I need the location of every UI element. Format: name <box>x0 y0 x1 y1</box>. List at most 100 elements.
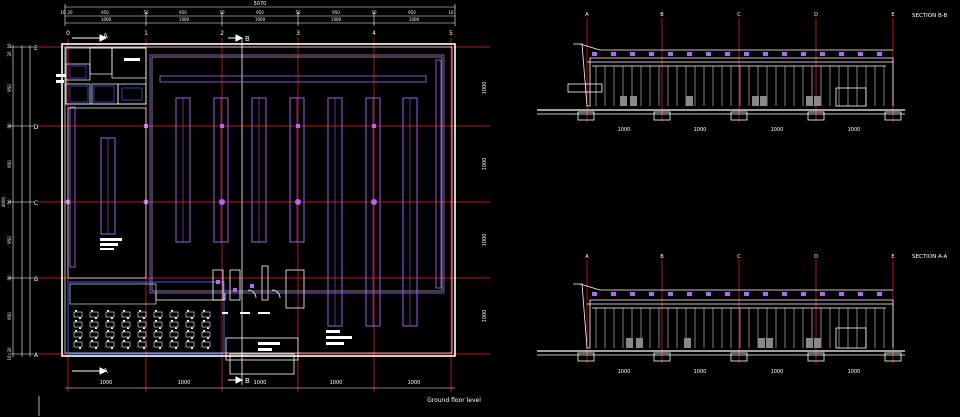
left-dim-label: 20 <box>7 51 12 57</box>
top-dim-label: 50 <box>371 10 377 15</box>
bottom-dim-label: 1000 <box>100 380 113 386</box>
chair <box>155 340 157 342</box>
top-dim-label: 10 <box>448 10 454 15</box>
section-bb-axis-labels: A B C D E <box>585 12 894 18</box>
chair <box>91 320 93 322</box>
axis-label: C <box>737 12 741 18</box>
chair <box>143 327 145 329</box>
chair <box>203 310 205 312</box>
chair <box>75 310 77 312</box>
entrance-vestibule <box>225 337 299 375</box>
row-labels: E D C B A <box>34 45 39 359</box>
section-bb-foundations <box>577 111 902 121</box>
table <box>105 311 115 318</box>
top-dim-label: 50 <box>295 10 301 15</box>
dim-label: 1000 <box>848 127 861 133</box>
row-label: C <box>34 200 38 207</box>
chair <box>159 317 161 319</box>
plan-title: Ground floor level <box>427 397 481 404</box>
service-labels <box>56 58 140 250</box>
section-cut-label: B <box>245 377 250 385</box>
column-label: 2 <box>220 30 224 37</box>
left-dim-label: 10 <box>7 43 12 49</box>
roof-light <box>877 52 882 56</box>
axis-label: A <box>585 12 589 18</box>
row-label: B <box>34 276 38 283</box>
table <box>137 321 147 328</box>
table <box>185 321 195 328</box>
table <box>137 341 147 348</box>
table <box>105 321 115 328</box>
roof-light <box>782 52 787 56</box>
left-dim-labels: 10 20 950 50 950 50 950 50 950 20 10 400… <box>1 43 12 361</box>
chair <box>207 317 209 319</box>
roof-light <box>744 292 749 296</box>
roof-light <box>782 292 787 296</box>
left-dim-label: 950 <box>7 236 12 244</box>
roof-light <box>877 292 882 296</box>
section-bb: A B C D E SECTION B-B <box>537 12 948 133</box>
checkout-zone <box>155 265 305 309</box>
checkout-labels <box>222 312 352 351</box>
chair <box>187 330 189 332</box>
chair <box>171 330 173 332</box>
roof-light <box>649 52 654 56</box>
row-label: D <box>34 124 39 131</box>
section-aa-axis-labels: A B C D E <box>585 254 894 260</box>
chair <box>139 320 141 322</box>
chair <box>143 337 145 339</box>
checkout-counters <box>216 280 254 292</box>
chair <box>107 340 109 342</box>
axis-label: B <box>660 12 664 18</box>
roof-light <box>839 292 844 296</box>
chair <box>175 347 177 349</box>
row-label: E <box>34 45 38 52</box>
axis-label: C <box>737 254 741 260</box>
chair <box>143 317 145 319</box>
chair <box>175 317 177 319</box>
roof-light <box>763 52 768 56</box>
section-aa: A B C D E SECTION A-A <box>537 254 947 375</box>
chair <box>155 310 157 312</box>
bottom-dim-label: 1000 <box>408 380 421 386</box>
table <box>153 311 163 318</box>
chair <box>171 310 173 312</box>
chair <box>143 347 145 349</box>
column-label: 0 <box>66 30 70 37</box>
table <box>153 321 163 328</box>
roof-light <box>801 52 806 56</box>
roof-light <box>820 52 825 56</box>
roof-light <box>858 52 863 56</box>
seating-tables <box>73 310 211 349</box>
right-dim-label: 1000 <box>482 158 488 171</box>
dim-label: 1000 <box>618 369 631 375</box>
chair <box>139 330 141 332</box>
column-labels: 0 1 2 3 4 5 <box>66 30 453 37</box>
chair <box>191 337 193 339</box>
bottom-dim-label: 1000 <box>330 380 343 386</box>
roof-light <box>725 292 730 296</box>
table <box>105 331 115 338</box>
section-bb-building <box>537 43 905 115</box>
left-dim-label: 50 <box>7 275 12 281</box>
chair <box>191 327 193 329</box>
roof-light <box>611 52 616 56</box>
roof-light <box>839 52 844 56</box>
chair <box>127 317 129 319</box>
chair <box>159 327 161 329</box>
chair <box>91 330 93 332</box>
axis-label: D <box>814 12 818 18</box>
chair <box>191 317 193 319</box>
chair <box>127 337 129 339</box>
chair <box>175 337 177 339</box>
chair <box>191 347 193 349</box>
section-cut-label: A <box>103 367 108 375</box>
left-total-dimension: 4000 <box>1 196 6 207</box>
right-dim-label: 1000 <box>482 234 488 247</box>
chair <box>203 330 205 332</box>
column-label: 3 <box>296 30 300 37</box>
chair <box>91 340 93 342</box>
axis-label: E <box>891 254 894 260</box>
roof-light <box>668 292 673 296</box>
table <box>121 321 131 328</box>
